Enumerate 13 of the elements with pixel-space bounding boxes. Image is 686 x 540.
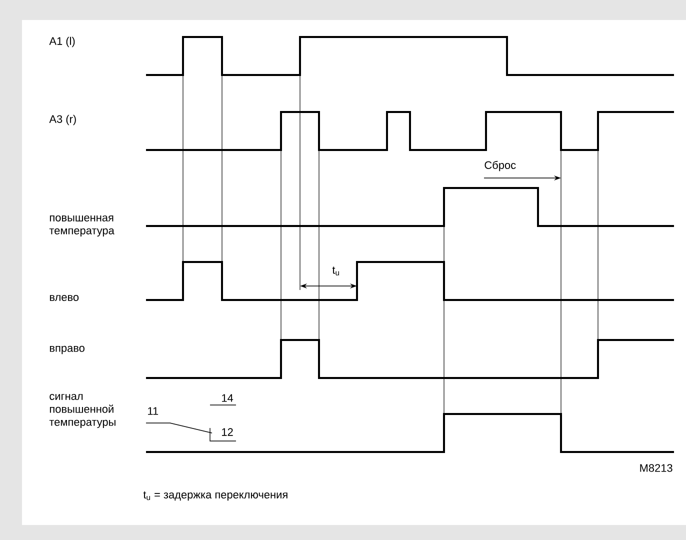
contact-number: 12	[222, 428, 233, 436]
dimension-label: t$_{u}$	[332, 266, 339, 276]
drawing-number: M8213	[640, 464, 672, 472]
signal-label: A3 (r)	[49, 114, 76, 126]
signal-label: влево	[50, 295, 79, 301]
contact-number: 14	[222, 394, 234, 402]
contact-number: 11	[148, 407, 158, 415]
signal-label: сигнал повышенной температуры	[49, 394, 116, 428]
signal-label: вправо	[50, 346, 84, 354]
signal-label: повышенная температура	[49, 215, 114, 237]
signal-label: A1 (l)	[49, 36, 75, 48]
arrow-label: Сброс	[484, 160, 516, 172]
footnote: t$_{u}$ = задержка переключения	[143, 491, 288, 501]
